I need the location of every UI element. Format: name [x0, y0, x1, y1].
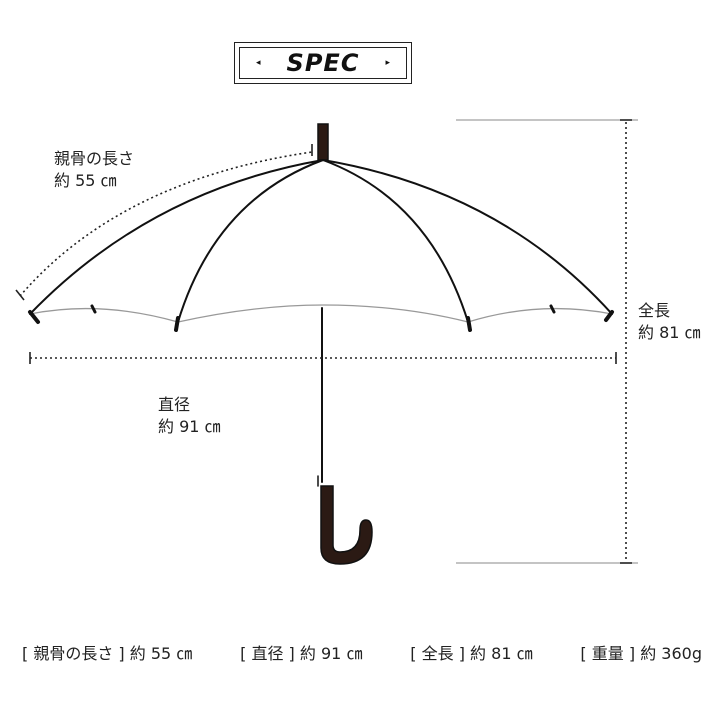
canopy-hem	[29, 304, 613, 323]
spec-title: SPEC	[286, 49, 360, 77]
spec-name: [ 親骨の長さ ]	[22, 644, 125, 663]
spec-item-rib-length: [ 親骨の長さ ] 約 55 ㎝	[22, 640, 192, 664]
canopy-rib-right	[322, 159, 469, 323]
rib-tip-3	[174, 316, 180, 332]
spec-header-inner: ◂ SPEC ▸	[239, 47, 407, 79]
spec-item-diameter: [ 直径 ] 約 91 ㎝	[240, 640, 362, 664]
total-length-value: 約 81 ㎝	[638, 323, 701, 342]
spec-value: 約 55 ㎝	[129, 644, 193, 663]
spec-header-badge: ◂ SPEC ▸	[234, 42, 412, 84]
rib-tip-5	[549, 304, 556, 314]
diameter-label: 直径 約 91 ㎝	[158, 394, 221, 438]
total-length-dimension	[456, 119, 638, 564]
spec-name: [ 重量 ]	[580, 644, 636, 663]
umbrella-icon	[28, 123, 614, 565]
left-arrow-icon: ◂	[256, 58, 261, 68]
spec-list: [ 親骨の長さ ] 約 55 ㎝ [ 直径 ] 約 91 ㎝ [ 全長 ] 約 …	[22, 640, 702, 664]
diameter-name: 直径	[158, 395, 191, 414]
canopy-rib-left	[177, 159, 324, 323]
total-length-label: 全長 約 81 ㎝	[638, 300, 701, 344]
diameter-value: 約 91 ㎝	[158, 417, 221, 436]
umbrella-handle	[320, 485, 373, 565]
rib-length-end-left	[15, 289, 25, 301]
right-arrow-icon: ▸	[385, 58, 390, 68]
spec-value: 約 360g	[640, 644, 702, 663]
rib-length-label: 親骨の長さ 約 55 ㎝	[54, 148, 134, 192]
rib-tip-6	[604, 310, 614, 322]
rib-tip-2	[90, 304, 97, 314]
total-length-name: 全長	[638, 301, 671, 320]
rib-tip-1	[28, 310, 40, 324]
rib-length-name: 親骨の長さ	[54, 149, 135, 168]
rib-length-dimension	[19, 151, 313, 297]
umbrella-tip	[317, 123, 329, 161]
diameter-dimension	[29, 352, 617, 364]
spec-item-total-length: [ 全長 ] 約 81 ㎝	[410, 640, 532, 664]
spec-name: [ 全長 ]	[410, 644, 465, 663]
spec-value: 約 91 ㎝	[299, 644, 363, 663]
spec-name: [ 直径 ]	[240, 644, 295, 663]
rib-tip-4	[466, 316, 472, 332]
rib-length-value: 約 55 ㎝	[54, 171, 117, 190]
spec-item-weight: [ 重量 ] 約 360g	[580, 640, 702, 664]
spec-value: 約 81 ㎝	[470, 644, 533, 663]
